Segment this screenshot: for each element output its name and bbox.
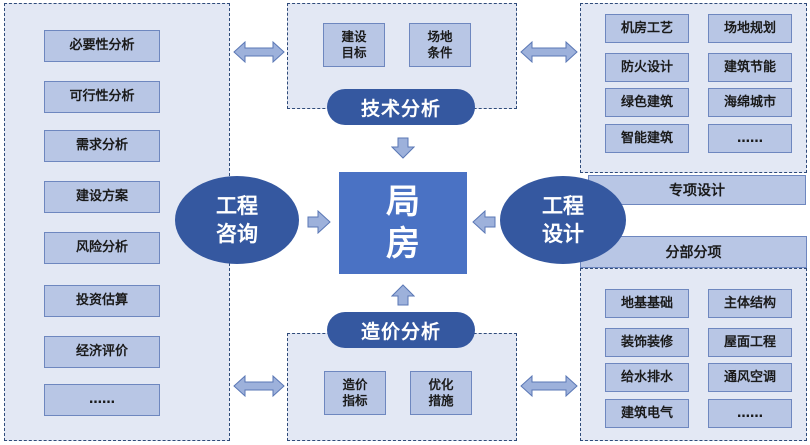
right-bottom-item-4: 屋面工程 [708, 328, 792, 357]
left-item-7: 经济评价 [44, 336, 160, 368]
right-top-item-3: 防火设计 [605, 53, 689, 82]
right-top-item-1: 机房工艺 [605, 14, 689, 43]
right-bottom-item-6: 通风空调 [708, 363, 792, 392]
left-item-8: …… [44, 384, 160, 416]
bottom-item-line: 造价 [342, 377, 368, 392]
right-bottom-item-label: 地基基础 [620, 295, 673, 311]
right-top-item-label: 场地规划 [723, 20, 776, 36]
bottom-item-line: 优化 [428, 377, 454, 392]
right-top-item-label: 智能建筑 [620, 130, 673, 146]
top-item-line: 目标 [341, 45, 367, 60]
special-design-banner: 专项设计 [588, 175, 806, 205]
left-item-1: 必要性分析 [44, 30, 160, 62]
engineering-design-circle: 工程 设计 [500, 176, 626, 264]
top-item-line: 场地 [427, 29, 453, 44]
right-bottom-item-7: 建筑电气 [605, 399, 689, 428]
right-top-item-label: 防火设计 [620, 59, 673, 75]
right-bottom-item-label: 通风空调 [723, 369, 776, 385]
left-item-6: 投资估算 [44, 285, 160, 317]
circle-line: 设计 [542, 222, 584, 246]
right-top-item-5: 绿色建筑 [605, 88, 689, 117]
right-top-item-label: …… [737, 130, 763, 146]
right-bottom-item-label: 装饰装修 [620, 334, 673, 350]
right-top-item-7: 智能建筑 [605, 124, 689, 153]
right-bottom-item-label: 给水排水 [620, 369, 673, 385]
left-item-label: 风险分析 [75, 240, 128, 255]
double-arrow-left-top [233, 40, 285, 64]
right-top-item-6: 海绵城市 [708, 88, 792, 117]
arrow-right-to-center [307, 210, 331, 234]
right-bottom-item-label: …… [737, 405, 763, 421]
engineering-consulting-circle: 工程 咨询 [175, 176, 299, 264]
left-item-5: 风险分析 [44, 232, 160, 264]
double-arrow-left-bottom [233, 374, 285, 398]
right-bottom-item-label: 主体结构 [723, 295, 776, 311]
double-arrow-right-bottom [520, 374, 578, 398]
circle-line: 咨询 [216, 222, 258, 246]
top-item-1: 建设 目标 [323, 23, 385, 67]
circle-line: 工程 [542, 194, 584, 218]
left-item-2: 可行性分析 [44, 81, 160, 113]
right-bottom-item-label: 屋面工程 [723, 334, 776, 350]
left-item-label: 建设方案 [75, 189, 128, 204]
tech-analysis-title: 技术分析 [327, 89, 475, 125]
arrow-down-to-center [391, 137, 415, 159]
circle-line: 工程 [216, 194, 258, 218]
center-line: 房 [386, 224, 420, 264]
top-item-line: 条件 [427, 45, 453, 60]
left-item-label: 投资估算 [75, 293, 128, 308]
right-bottom-item-5: 给水排水 [605, 363, 689, 392]
right-top-item-2: 场地规划 [708, 14, 792, 43]
double-arrow-right-top [520, 40, 578, 64]
left-item-label: 需求分析 [75, 138, 128, 153]
right-top-item-label: 海绵城市 [723, 94, 776, 110]
arrow-up-to-center [391, 284, 415, 306]
right-top-item-8: …… [708, 124, 792, 153]
right-bottom-item-8: …… [708, 399, 792, 428]
arrow-left-to-center [472, 210, 496, 234]
right-bottom-item-1: 地基基础 [605, 289, 689, 318]
bottom-item-line: 指标 [342, 393, 368, 408]
right-bottom-item-3: 装饰装修 [605, 328, 689, 357]
center-line: 局 [386, 182, 420, 222]
bottom-item-2: 优化 措施 [410, 371, 472, 415]
left-item-label: …… [89, 392, 115, 407]
left-item-label: 可行性分析 [69, 89, 135, 104]
bottom-panel: 造价 指标 优化 措施 [287, 333, 517, 441]
bureau-center-box: 局 房 [339, 172, 467, 274]
cost-analysis-title: 造价分析 [327, 312, 475, 348]
bottom-item-1: 造价 指标 [324, 371, 386, 415]
right-top-item-4: 建筑节能 [708, 53, 792, 82]
right-top-panel: 机房工艺 场地规划 防火设计 建筑节能 绿色建筑 海绵城市 智能建筑 …… [580, 3, 807, 173]
right-bottom-item-label: 建筑电气 [620, 405, 673, 421]
left-item-4: 建设方案 [44, 181, 160, 213]
right-bottom-item-2: 主体结构 [708, 289, 792, 318]
top-item-2: 场地 条件 [409, 23, 471, 67]
left-item-label: 必要性分析 [69, 38, 135, 53]
top-item-line: 建设 [341, 29, 367, 44]
right-top-item-label: 建筑节能 [723, 59, 776, 75]
right-top-item-label: 绿色建筑 [620, 94, 673, 110]
bottom-item-line: 措施 [428, 393, 454, 408]
left-item-3: 需求分析 [44, 130, 160, 162]
right-bottom-panel: 地基基础 主体结构 装饰装修 屋面工程 给水排水 通风空调 建筑电气 …… [580, 268, 807, 441]
left-item-label: 经济评价 [75, 344, 128, 359]
right-top-item-label: 机房工艺 [620, 20, 673, 36]
